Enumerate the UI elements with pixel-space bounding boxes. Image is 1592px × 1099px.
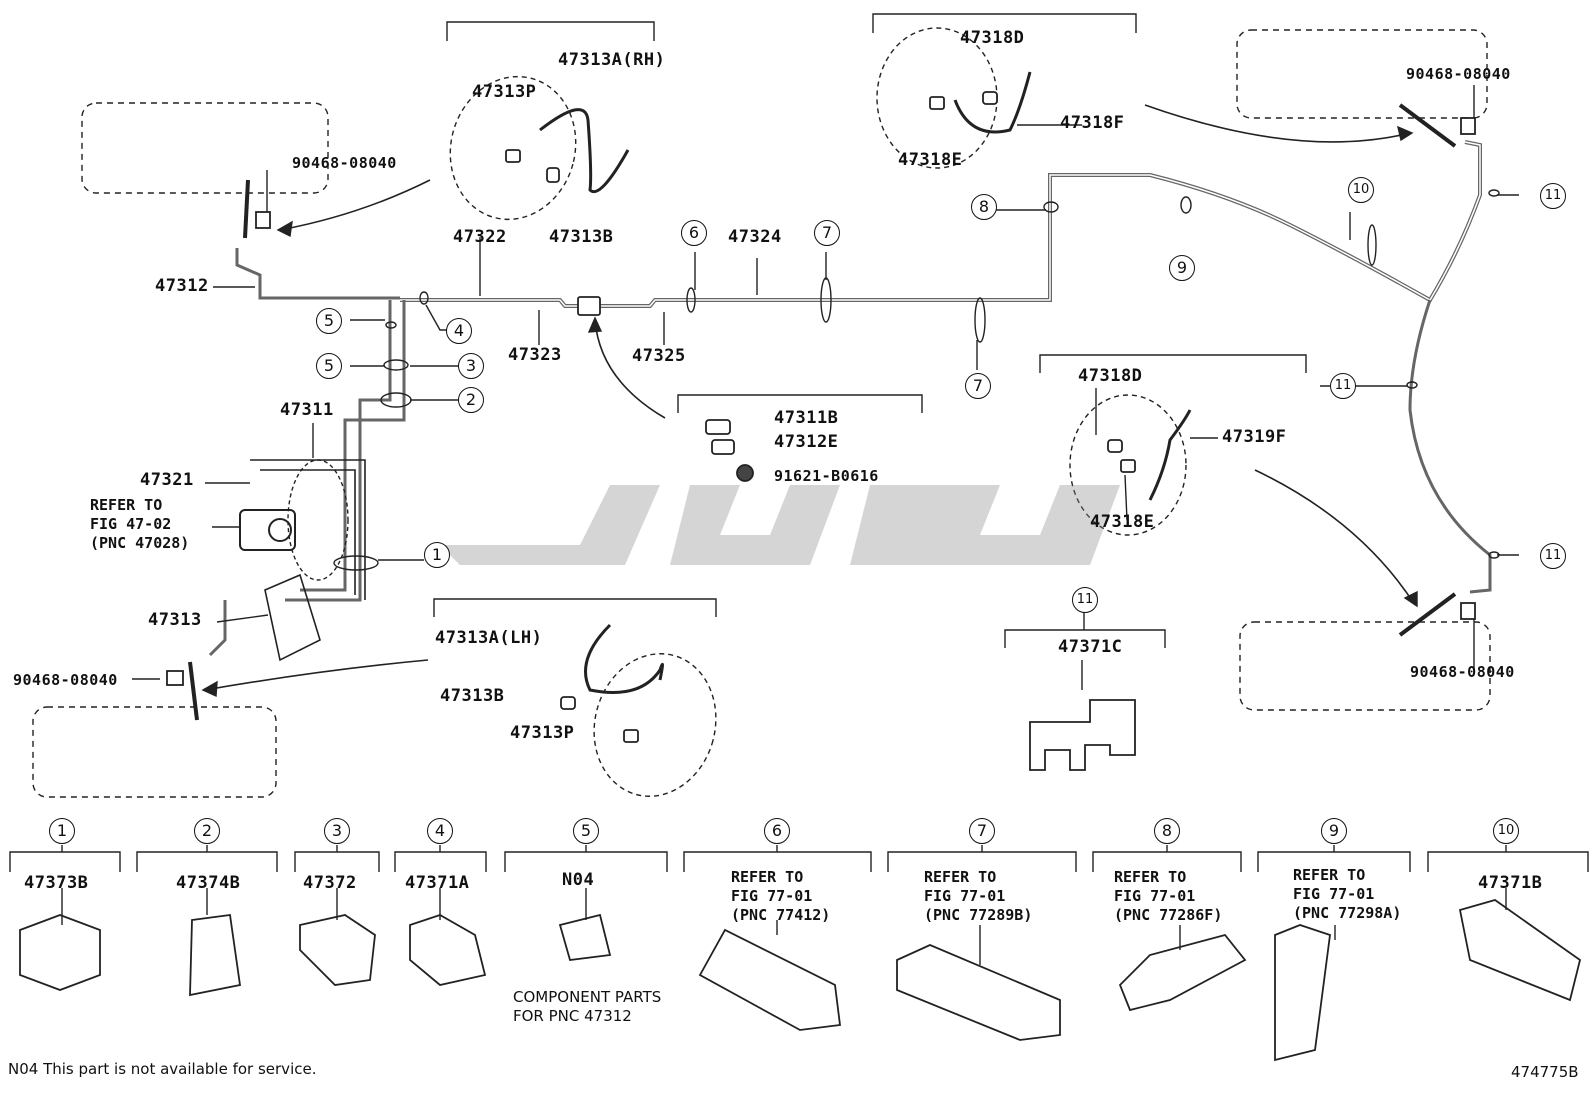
callout-5b: 5 [316, 353, 342, 379]
part-47321-label: 47321 [140, 470, 194, 490]
part-47318e-top-label: 47318E [898, 150, 963, 170]
component-label-1: 47373B [24, 873, 89, 893]
component-label-10: 47371B [1478, 873, 1543, 893]
part-47323-label: 47323 [508, 345, 562, 365]
part-47313a-rh-label: 47313A(RH) [558, 50, 666, 70]
part-47311b-label: 47311B [774, 408, 839, 428]
part-47313p-bottom-label: 47313P [510, 723, 575, 743]
part-90468-top-right-label: 90468-08040 [1406, 65, 1511, 83]
component-callout-6: 6 [764, 818, 790, 844]
refer-fig-47-02-label: REFER TO FIG 47-02 (PNC 47028) [90, 496, 190, 552]
part-91621-label: 91621-B0616 [774, 467, 879, 485]
callout-7b: 7 [965, 373, 991, 399]
part-47311-label: 47311 [280, 400, 334, 420]
part-47319f-label: 47319F [1222, 427, 1287, 447]
part-47371c-label: 47371C [1058, 637, 1123, 657]
wheel-area-rear-left [32, 706, 277, 798]
part-90468-top-left-label: 90468-08040 [292, 154, 397, 172]
callout-7a: 7 [814, 220, 840, 246]
component-callout-7: 7 [969, 818, 995, 844]
component-parts-note: COMPONENT PARTS FOR PNC 47312 [513, 988, 662, 1025]
callout-10: 10 [1348, 177, 1374, 203]
component-callout-10: 10 [1493, 818, 1519, 844]
part-47325-label: 47325 [632, 346, 686, 366]
callout-2: 2 [458, 387, 484, 413]
abs-actuator [239, 509, 296, 551]
part-47322-label: 47322 [453, 227, 507, 247]
component-callout-8: 8 [1154, 818, 1180, 844]
component-callout-1: 1 [49, 818, 75, 844]
watermark-logo [440, 485, 1120, 565]
wheel-area-front-right [1236, 29, 1488, 119]
wheel-area-rear-right [1239, 621, 1491, 711]
figure-id: 474775B [1511, 1063, 1579, 1081]
component-label-6: REFER TO FIG 77-01 (PNC 77412) [731, 868, 831, 924]
callout-8: 8 [971, 194, 997, 220]
callout-6: 6 [681, 220, 707, 246]
callout-11a: 11 [1540, 183, 1566, 209]
part-47318e-mid-label: 47318E [1090, 512, 1155, 532]
wheel-area-front-left [81, 102, 329, 194]
component-label-5: N04 [562, 870, 595, 890]
component-label-9: REFER TO FIG 77-01 (PNC 77298A) [1293, 866, 1402, 922]
part-47313p-top-label: 47313P [472, 82, 537, 102]
callout-11c: 11 [1540, 543, 1566, 569]
component-callout-4: 4 [427, 818, 453, 844]
component-label-4: 47371A [405, 873, 470, 893]
component-label-3: 47372 [303, 873, 357, 893]
part-47313b-bottom-label: 47313B [440, 686, 505, 706]
part-90468-bottom-right-label: 90468-08040 [1410, 663, 1515, 681]
part-47313-label: 47313 [148, 610, 202, 630]
callout-5a: 5 [316, 308, 342, 334]
callout-4: 4 [446, 318, 472, 344]
component-label-8: REFER TO FIG 77-01 (PNC 77286F) [1114, 868, 1223, 924]
component-callout-3: 3 [324, 818, 350, 844]
callout-11b: 11 [1330, 373, 1356, 399]
component-callout-9: 9 [1321, 818, 1347, 844]
callout-11d: 11 [1072, 587, 1098, 613]
callout-3: 3 [458, 353, 484, 379]
part-90468-bottom-left-label: 90468-08040 [13, 671, 118, 689]
component-callout-2: 2 [194, 818, 220, 844]
part-47318f-label: 47318F [1060, 113, 1125, 133]
component-label-7: REFER TO FIG 77-01 (PNC 77289B) [924, 868, 1033, 924]
callout-9: 9 [1169, 255, 1195, 281]
part-47313a-lh-label: 47313A(LH) [435, 628, 543, 648]
callout-1: 1 [424, 542, 450, 568]
part-47318d-top-label: 47318D [960, 28, 1025, 48]
component-label-2: 47374B [176, 873, 241, 893]
part-47318d-mid-label: 47318D [1078, 366, 1143, 386]
part-47324-label: 47324 [728, 227, 782, 247]
n04-availability-note: N04 This part is not available for servi… [8, 1060, 317, 1078]
part-47312-label: 47312 [155, 276, 209, 296]
component-callout-5: 5 [573, 818, 599, 844]
part-47313b-top-label: 47313B [549, 227, 614, 247]
part-47312e-label: 47312E [774, 432, 839, 452]
